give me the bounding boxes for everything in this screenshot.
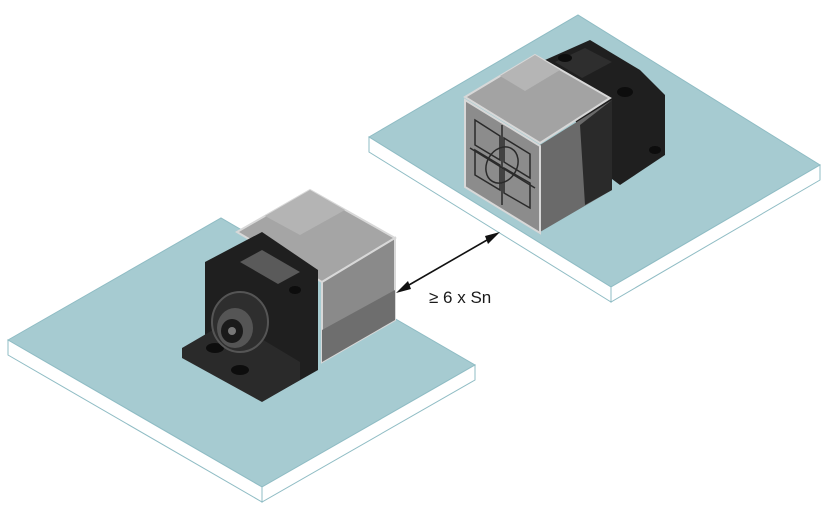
distance-label: ≥ 6 x Sn bbox=[429, 288, 491, 307]
distance-arrow bbox=[396, 232, 500, 293]
left-sensor bbox=[182, 188, 397, 402]
right-sensor bbox=[463, 40, 665, 235]
